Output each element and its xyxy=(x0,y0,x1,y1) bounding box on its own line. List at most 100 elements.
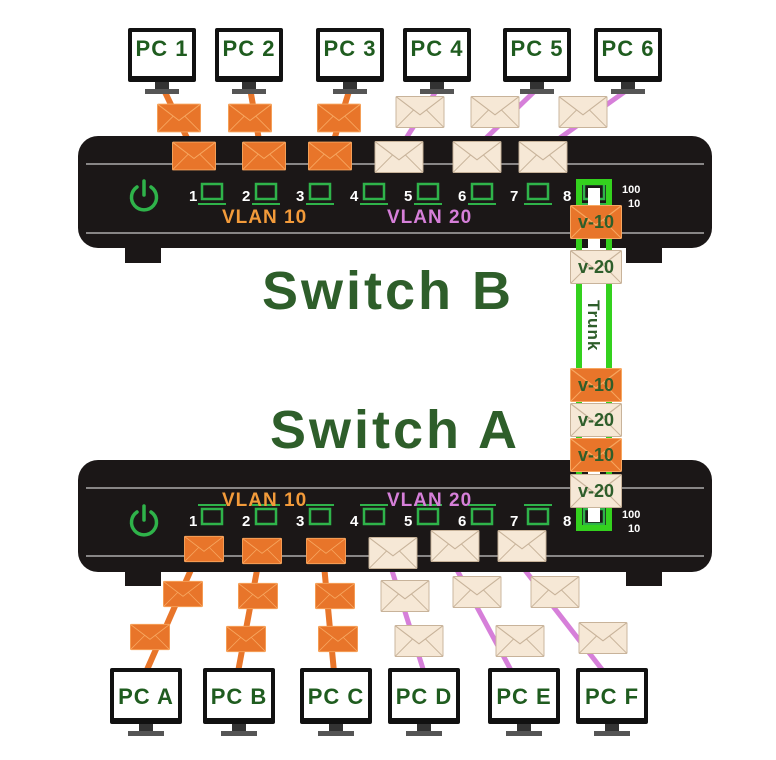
envelope-icon xyxy=(497,530,547,562)
port-led xyxy=(526,507,550,526)
pc-2-label: PC 2 xyxy=(223,36,276,61)
envelope-icon xyxy=(495,625,545,657)
port-number: 1 xyxy=(189,513,197,530)
envelope-icon xyxy=(242,141,286,171)
pc-2-monitor-icon[interactable]: PC 2 xyxy=(215,28,283,94)
pc-5-monitor-icon[interactable]: PC 5 xyxy=(503,28,571,94)
pc-1-monitor-icon[interactable]: PC 1 xyxy=(128,28,196,94)
envelope-icon xyxy=(518,141,568,173)
pc-3-monitor-icon[interactable]: PC 3 xyxy=(316,28,384,94)
tag-label: v-10 xyxy=(578,445,614,465)
port-number: 7 xyxy=(510,513,518,530)
trunk-label: Trunk xyxy=(584,300,603,351)
envelope-icon xyxy=(184,535,224,563)
trunk-tag-v20-upper: v-20 xyxy=(570,250,622,284)
pc-e-label: PC E xyxy=(496,684,551,709)
pc-6-monitor-icon[interactable]: PC 6 xyxy=(594,28,662,94)
switch-b-vlan10-label: VLAN 10 xyxy=(222,207,307,228)
trunk-cable-outline xyxy=(576,179,612,531)
port-number: 5 xyxy=(404,188,412,205)
port-number: 8 xyxy=(563,188,571,205)
switch-a-vlan20-label: VLAN 20 xyxy=(387,490,472,511)
trunk-tag-v10-mid: v-10 xyxy=(570,368,622,402)
envelope-icon xyxy=(578,622,628,654)
switch-b-port-6[interactable]: 6 xyxy=(458,182,496,205)
pc-3-label: PC 3 xyxy=(324,36,377,61)
switch-a-speed-10: 10 xyxy=(628,523,640,535)
trunk-tag-v20-lower: v-20 xyxy=(570,474,622,508)
port-number: 2 xyxy=(242,188,250,205)
switch-a-port-2[interactable]: 2 xyxy=(242,504,280,530)
switch-a-speed-100: 100 xyxy=(622,509,640,521)
switch-b-port-3[interactable]: 3 xyxy=(296,182,334,205)
port-led xyxy=(254,507,278,526)
pc-5-label: PC 5 xyxy=(511,36,564,61)
envelope-icon xyxy=(452,141,502,173)
pc-4-monitor-icon[interactable]: PC 4 xyxy=(403,28,471,94)
switch-b-power-icon[interactable] xyxy=(129,179,159,212)
tag-label: v-10 xyxy=(578,212,614,232)
envelope-icon xyxy=(318,625,358,653)
switch-a-port-4[interactable]: 4 xyxy=(350,504,388,530)
envelope-icon xyxy=(530,576,580,608)
switch-b-port-1[interactable]: 1 xyxy=(189,182,226,205)
switch-a-port-3[interactable]: 3 xyxy=(296,504,334,530)
envelope-icon xyxy=(368,537,418,569)
pc-f-label: PC F xyxy=(585,684,639,709)
switch-b-port-5[interactable]: 5 xyxy=(404,182,442,205)
pc-f-monitor-icon[interactable]: PC F xyxy=(576,668,648,736)
envelope-icon xyxy=(380,580,430,612)
envelope-icon xyxy=(430,530,480,562)
port-number: 4 xyxy=(350,188,359,205)
port-led xyxy=(254,182,278,201)
switch-a-port-5[interactable]: 5 xyxy=(404,504,442,530)
switch-b-title: Switch B xyxy=(262,261,514,321)
switch-a-power-icon[interactable] xyxy=(129,504,159,537)
port-led xyxy=(470,507,494,526)
envelope-icon xyxy=(395,96,445,128)
switch-a-port-6[interactable]: 6 xyxy=(458,504,496,530)
envelope-icon xyxy=(317,103,361,133)
envelope-icon xyxy=(394,625,444,657)
port-led xyxy=(362,507,386,526)
port-number: 8 xyxy=(563,513,571,530)
top-pc-row: PC 1 PC 2 PC 3 PC 4 PC 5 xyxy=(128,28,662,94)
envelope-icon xyxy=(228,103,272,133)
envelope-icon xyxy=(315,582,355,610)
switch-b-foot-left xyxy=(125,245,161,263)
switch-a-title: Switch A xyxy=(270,400,520,460)
pc-a-monitor-icon[interactable]: PC A xyxy=(110,668,182,736)
port-led xyxy=(416,182,440,201)
tag-label: v-20 xyxy=(578,481,614,501)
switch-a-port-7[interactable]: 7 xyxy=(510,504,552,530)
port-number: 3 xyxy=(296,513,304,530)
port-number: 7 xyxy=(510,188,518,205)
pc-d-monitor-icon[interactable]: PC D xyxy=(388,668,460,736)
port-led xyxy=(416,507,440,526)
envelope-icon xyxy=(238,582,278,610)
tag-label: v-20 xyxy=(578,257,614,277)
pc-b-monitor-icon[interactable]: PC B xyxy=(203,668,275,736)
envelope-icon xyxy=(308,141,352,171)
port-led xyxy=(308,507,332,526)
switch-b-port-7[interactable]: 7 xyxy=(510,182,552,205)
switch-b-vlan20-label: VLAN 20 xyxy=(387,207,472,228)
pc-e-monitor-icon[interactable]: PC E xyxy=(488,668,560,736)
pc-c-label: PC C xyxy=(308,684,365,709)
tag-label: v-10 xyxy=(578,375,614,395)
envelope-icon xyxy=(452,576,502,608)
port-number: 3 xyxy=(296,188,304,205)
pc-6-label: PC 6 xyxy=(602,36,655,61)
port-number: 2 xyxy=(242,513,250,530)
envelope-icon xyxy=(374,141,424,173)
pc-c-monitor-icon[interactable]: PC C xyxy=(300,668,372,736)
switch-b-port-2[interactable]: 2 xyxy=(242,182,280,205)
switch-b-port-4[interactable]: 4 xyxy=(350,182,388,205)
port-led xyxy=(526,182,550,201)
switch-b-speed-10: 10 xyxy=(628,198,640,210)
trunk-tags: v-10 v-20 v-10 v-20 v-10 v-20 xyxy=(570,205,622,508)
port-number: 5 xyxy=(404,513,412,530)
switch-a-port-1[interactable]: 1 xyxy=(189,504,226,530)
port-number: 6 xyxy=(458,188,466,205)
